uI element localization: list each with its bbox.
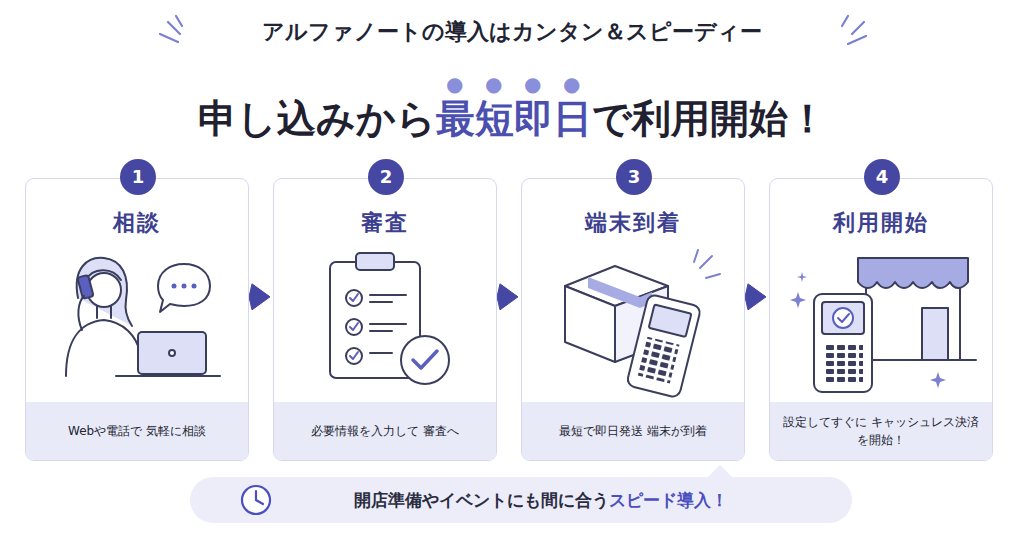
step-description: 設定してすぐに キャッシュレス決済を開始！: [770, 402, 992, 460]
step-arrow: [249, 284, 270, 310]
step-arrow: [497, 284, 518, 310]
kicker-title: アルファノートの導入はカンタン＆スピーディー: [0, 16, 1024, 48]
delivery-illustration: [565, 250, 720, 398]
note-pill: 開店準備やイベントにも間に合うスピード導入！: [190, 477, 852, 523]
consult-illustration: [66, 258, 220, 376]
step-number-text: 2: [380, 168, 393, 186]
note-accent: スピード導入！: [609, 489, 728, 512]
step-number: 4: [864, 159, 900, 195]
step-number: 3: [616, 159, 652, 195]
step-number-text: 1: [132, 168, 145, 186]
step-number-text: 3: [628, 168, 641, 186]
step-heading: 端末到着: [585, 209, 681, 237]
step-number-text: 4: [876, 168, 889, 186]
headline-row: 申し込みから最短即日で利用開始！: [0, 72, 1024, 147]
step-heading: 相談: [113, 209, 161, 237]
clipboard-illustration: [330, 253, 449, 384]
step-description: 必要情報を入力して 審査へ: [274, 402, 496, 460]
step-card: 利用開始設定してすぐに キャッシュレス決済を開始！4: [769, 178, 993, 461]
start-illustration: [790, 258, 976, 392]
headline-text: で利用開始！: [592, 91, 827, 147]
step-number: 2: [368, 159, 404, 195]
step-card: 相談Webや電話で 気軽に相談1: [25, 178, 249, 461]
note-text: 開店準備やイベントにも間に合う: [354, 489, 609, 512]
step-description: Webや電話で 気軽に相談: [26, 402, 248, 460]
step-heading: 審査: [361, 209, 409, 237]
step-description: 最短で即日発送 端末が到着: [522, 402, 744, 460]
step-card: 端末到着最短で即日発送 端末が到着3: [521, 178, 745, 461]
headline-text: 申し込みから: [198, 91, 436, 147]
step-arrow: [745, 284, 766, 310]
step-number: 1: [120, 159, 156, 195]
step-card: 審査必要情報を入力して 審査へ2: [273, 178, 497, 461]
step-heading: 利用開始: [833, 209, 929, 237]
headline-accent: 最短即日: [436, 72, 592, 147]
